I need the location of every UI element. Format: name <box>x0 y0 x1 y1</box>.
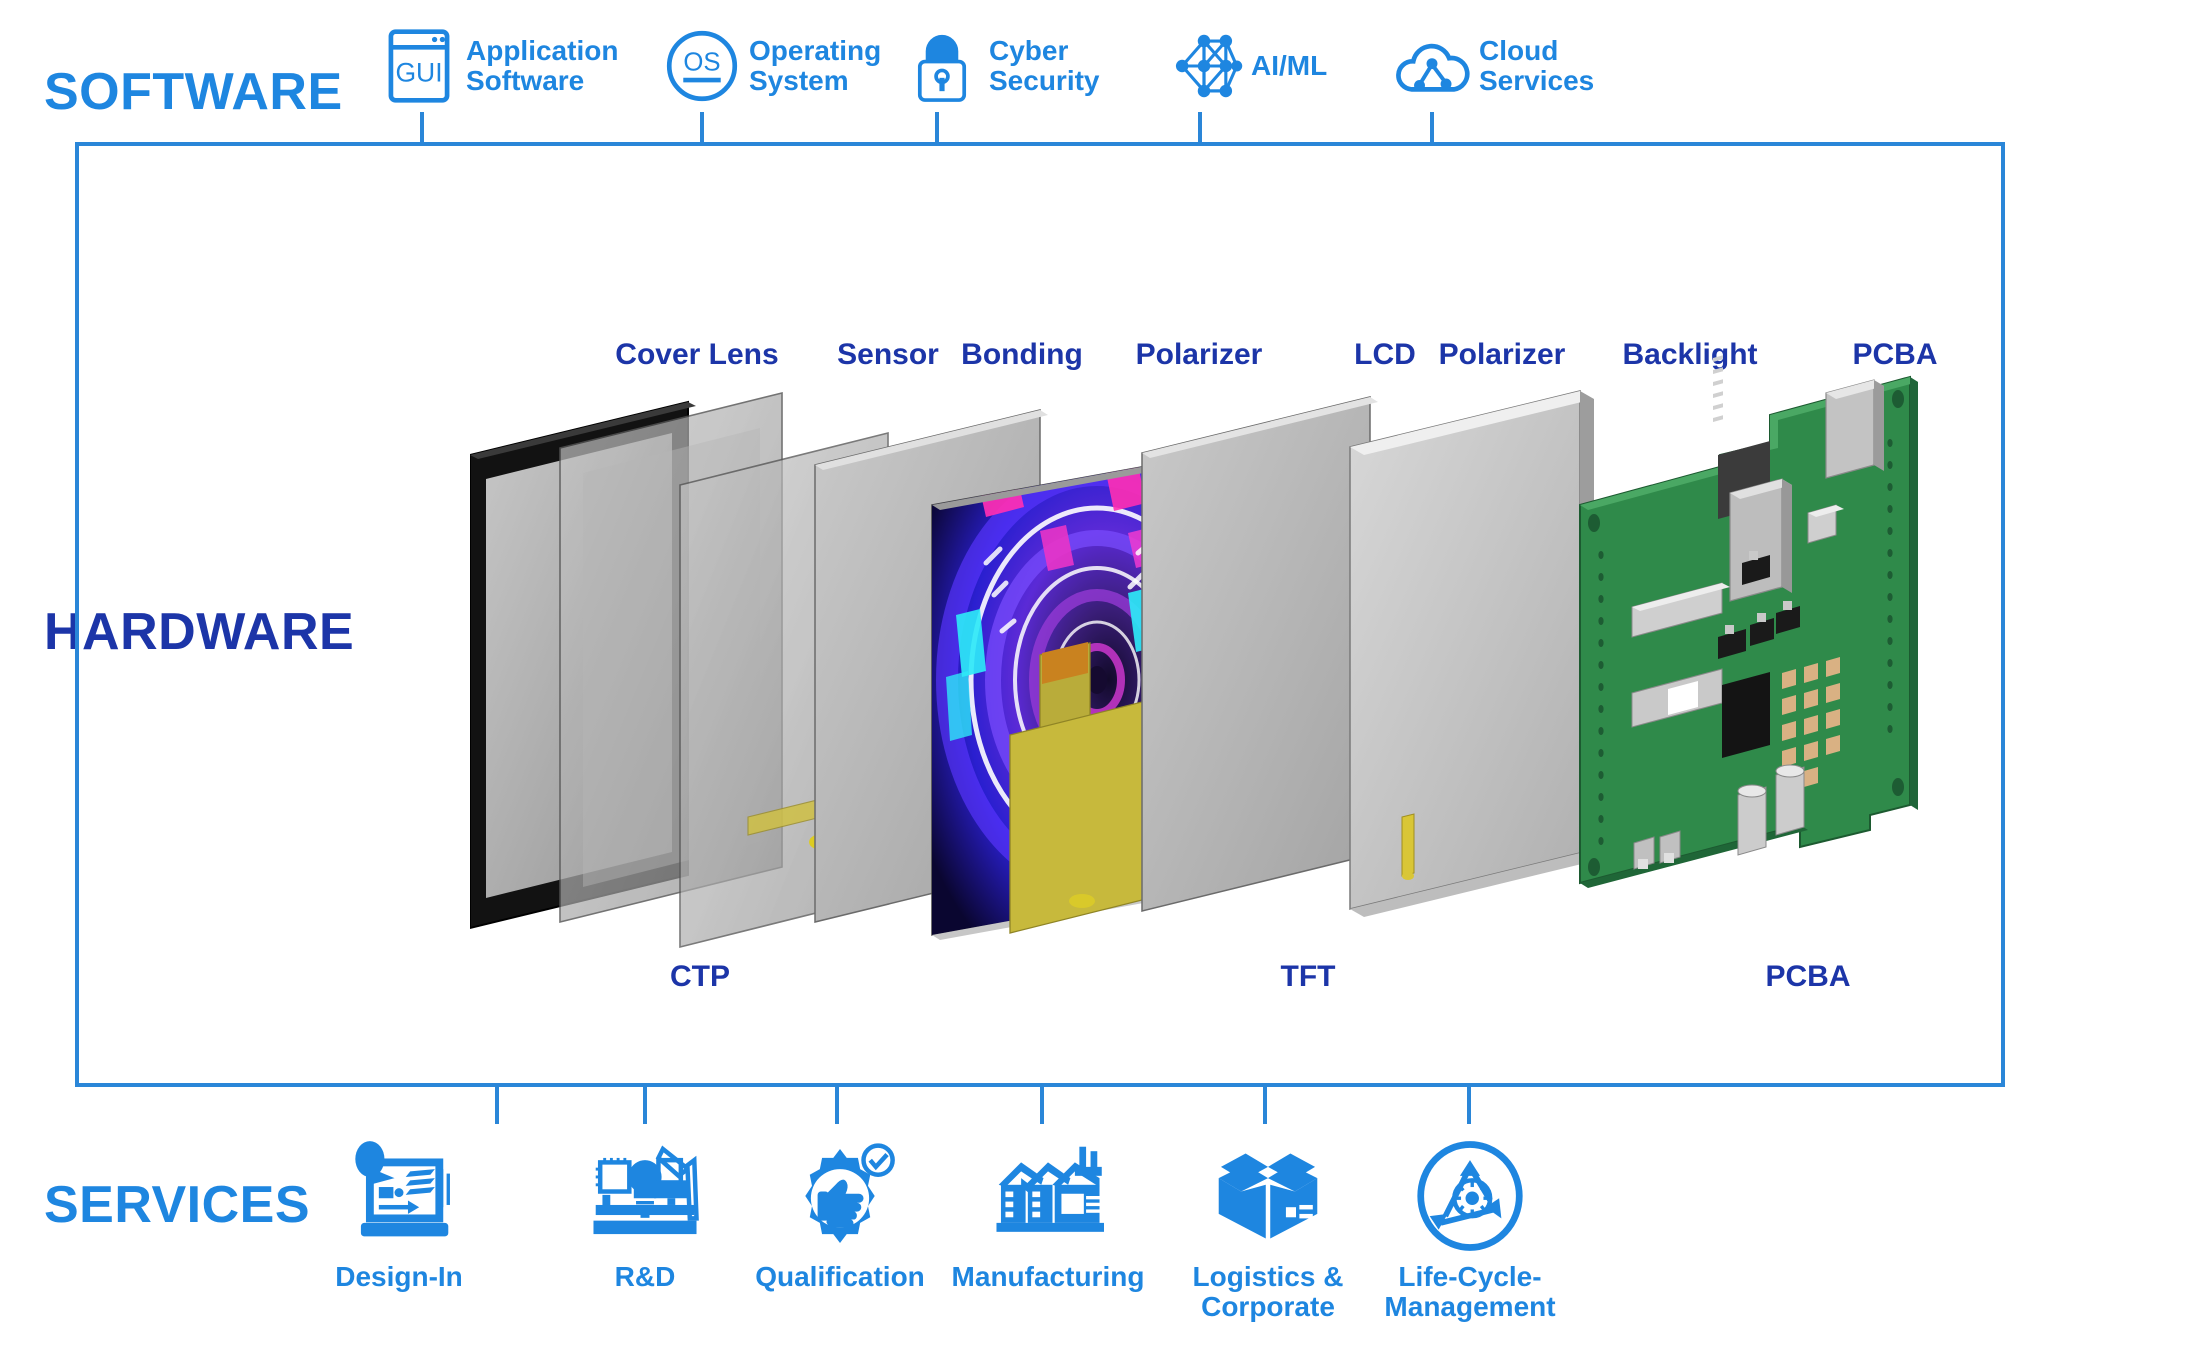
service-item-2[interactable]: Qualification <box>720 1140 960 1292</box>
hardware-frame-top <box>75 142 2005 787</box>
pcba-resistor-array <box>1631 582 1730 638</box>
service-item-5[interactable]: Life-Cycle- Management <box>1350 1140 1590 1321</box>
rnd-robot-icon <box>580 1140 710 1252</box>
hardware-layer-label-0: Cover Lens <box>615 338 779 371</box>
tft-driver-flex <box>1009 642 1171 934</box>
hardware-layer-label-5: Polarizer <box>1438 338 1566 371</box>
section-label-services: SERVICES <box>44 1176 311 1234</box>
hardware-frame-left <box>75 787 79 1087</box>
software-item-1[interactable]: OS Operating System <box>663 22 881 110</box>
frame-tick-top-0 <box>420 112 424 144</box>
software-item-label: Cloud Services <box>1479 34 1595 96</box>
factory-icon <box>983 1140 1113 1252</box>
pcba-slot-component <box>1631 668 1723 728</box>
frame-tick-top-3 <box>1198 112 1202 144</box>
frame-tick-bottom-4 <box>1263 1086 1267 1124</box>
hardware-layer-label-2: Bonding <box>961 338 1083 371</box>
software-item-label: Operating System <box>749 34 882 96</box>
pcba-connector-a <box>1825 379 1884 479</box>
exploded-assembly-svg <box>469 355 1918 949</box>
service-item-3[interactable]: Manufacturing <box>928 1140 1168 1292</box>
pcba-small-cap <box>1807 504 1844 544</box>
service-item-label: Qualification <box>755 1261 925 1292</box>
os-circle-icon: OS <box>663 22 741 110</box>
padlock-icon <box>903 22 981 110</box>
pcba-edge-connectors <box>1633 830 1681 870</box>
pcba-electrolytic-caps <box>1737 764 1805 856</box>
open-box-icon <box>1203 1140 1333 1252</box>
section-label-hardware: HARDWARE <box>44 603 355 661</box>
software-item-label: Application Software <box>466 34 619 96</box>
pcba-pad-grid <box>1782 657 1840 793</box>
hardware-group-label-0: CTP <box>670 960 730 993</box>
hardware-layer-label-3: Polarizer <box>1135 338 1263 371</box>
exploded-display-assembly <box>469 355 2030 985</box>
software-item-3[interactable]: AI/ML <box>1165 22 1327 110</box>
lifecycle-recycle-icon <box>1405 1140 1535 1252</box>
hardware-frame-right <box>2001 787 2005 1087</box>
svg-text:GUI: GUI <box>395 58 442 88</box>
service-item-4[interactable]: Logistics & Corporate <box>1148 1140 1388 1321</box>
service-item-label: Life-Cycle- Management <box>1384 1261 1556 1322</box>
frame-tick-bottom-2 <box>835 1086 839 1124</box>
service-item-label: Logistics & Corporate <box>1192 1261 1344 1322</box>
service-item-label: Design-In <box>335 1261 463 1292</box>
frame-tick-bottom-3 <box>1040 1086 1044 1124</box>
gui-window-icon: GUI <box>380 22 458 110</box>
hardware-group-label-2: PCBA <box>1765 960 1851 993</box>
hardware-layer-label-6: Backlight <box>1622 338 1758 371</box>
software-item-label: AI/ML <box>1251 49 1328 81</box>
software-item-label: Cyber Security <box>989 34 1100 96</box>
pcba-layer <box>1579 355 1918 888</box>
hardware-layer-label-4: LCD <box>1354 338 1416 371</box>
hardware-group-label-1: TFT <box>1280 960 1336 993</box>
software-item-2[interactable]: Cyber Security <box>903 22 1100 110</box>
hardware-layer-label-7: PCBA <box>1852 338 1938 371</box>
service-item-label: R&D <box>614 1261 676 1292</box>
frame-tick-bottom-0 <box>495 1086 499 1124</box>
gear-thumbsup-icon <box>775 1140 905 1252</box>
frame-tick-top-4 <box>1430 112 1434 144</box>
pcba-pin-header <box>1713 355 1770 758</box>
software-item-4[interactable]: Cloud Services <box>1393 22 1594 110</box>
polarizer-rear-layer <box>1141 396 1378 912</box>
frame-tick-bottom-5 <box>1467 1086 1471 1124</box>
neural-network-icon <box>1165 22 1243 110</box>
service-item-label: Manufacturing <box>951 1261 1145 1292</box>
frame-tick-top-1 <box>700 112 704 144</box>
cloud-network-icon <box>1393 22 1471 110</box>
svg-text:OS: OS <box>683 49 720 77</box>
frame-tick-top-2 <box>935 112 939 144</box>
hardware-frame-bottom <box>75 1083 2005 1087</box>
service-item-0[interactable]: Design-In <box>279 1140 519 1292</box>
service-item-1[interactable]: R&D <box>525 1140 765 1292</box>
backlight-layer <box>1349 390 1594 917</box>
hardware-layer-label-1: Sensor <box>837 338 939 371</box>
section-label-software: SOFTWARE <box>44 63 343 121</box>
software-item-0[interactable]: GUI Application Software <box>380 22 618 110</box>
pcba-transistors <box>1718 551 1800 659</box>
design-laptop-icon <box>334 1140 464 1252</box>
frame-tick-bottom-1 <box>643 1086 647 1124</box>
